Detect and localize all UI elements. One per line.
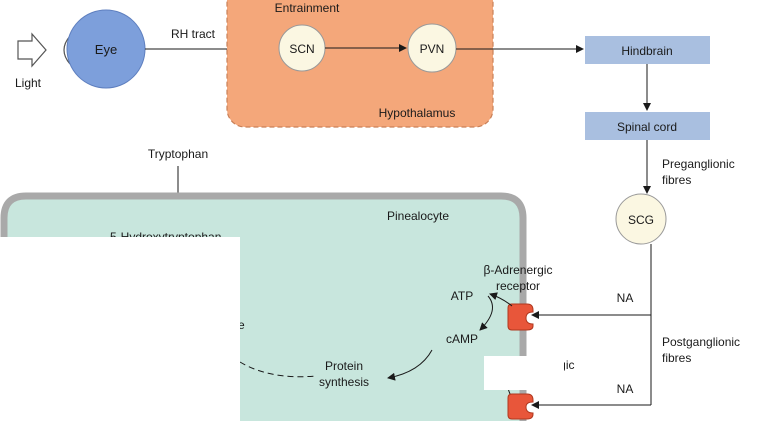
eye-label: Eye bbox=[95, 42, 117, 57]
beta-receptor-label-line1: β-Adrenergic bbox=[484, 263, 553, 277]
spinal-cord-label: Spinal cord bbox=[617, 120, 677, 134]
atp-label: ATP bbox=[451, 289, 473, 303]
na-upper-label: NA bbox=[617, 291, 634, 305]
beta-adrenergic-receptor bbox=[507, 303, 534, 331]
preganglionic-label-line2: fibres bbox=[662, 173, 691, 187]
hindbrain-label: Hindbrain bbox=[621, 44, 672, 58]
alpha-adrenergic-receptor bbox=[507, 393, 534, 420]
occlusion-patch-right bbox=[484, 356, 564, 390]
pvn-label: PVN bbox=[420, 42, 445, 56]
pvn-node bbox=[407, 23, 457, 73]
hindbrain-box bbox=[585, 36, 710, 64]
beta-receptor-label-line2: receptor bbox=[496, 279, 540, 293]
pinealocyte-label: Pinealocyte bbox=[387, 209, 449, 223]
protein-synthesis-label-line1: Protein bbox=[325, 359, 363, 373]
scn-label: SCN bbox=[289, 42, 314, 56]
light-arrow-icon bbox=[17, 32, 47, 68]
occlusion-patch-left bbox=[0, 237, 240, 421]
dashed-pathway-line bbox=[239, 361, 317, 378]
scg-node bbox=[615, 193, 667, 245]
camp-to-protein-arrow bbox=[387, 349, 433, 381]
scg-label: SCG bbox=[628, 213, 654, 227]
preganglionic-label-line1: Preganglionic bbox=[662, 157, 735, 171]
hypothalamus-label: Hypothalamus bbox=[379, 106, 456, 120]
postganglionic-label-line1: Postganglionic bbox=[662, 335, 740, 349]
postganglionic-label-line2: fibres bbox=[662, 351, 691, 365]
light-label: Light bbox=[15, 76, 42, 90]
na-lower-label: NA bbox=[617, 382, 634, 396]
partial-cell-text: e bbox=[238, 318, 245, 332]
entrainment-label: Entrainment bbox=[275, 1, 340, 15]
camp-label: cAMP bbox=[446, 332, 478, 346]
protein-synthesis-label-line2: synthesis bbox=[319, 375, 369, 389]
rh-tract-label: RH tract bbox=[171, 27, 216, 41]
occlusion-patch-receptor-label bbox=[482, 270, 552, 272]
receptor-to-atp-arrow bbox=[489, 292, 513, 307]
tryptophan-label: Tryptophan bbox=[148, 147, 208, 161]
spinal-cord-box bbox=[585, 112, 710, 140]
